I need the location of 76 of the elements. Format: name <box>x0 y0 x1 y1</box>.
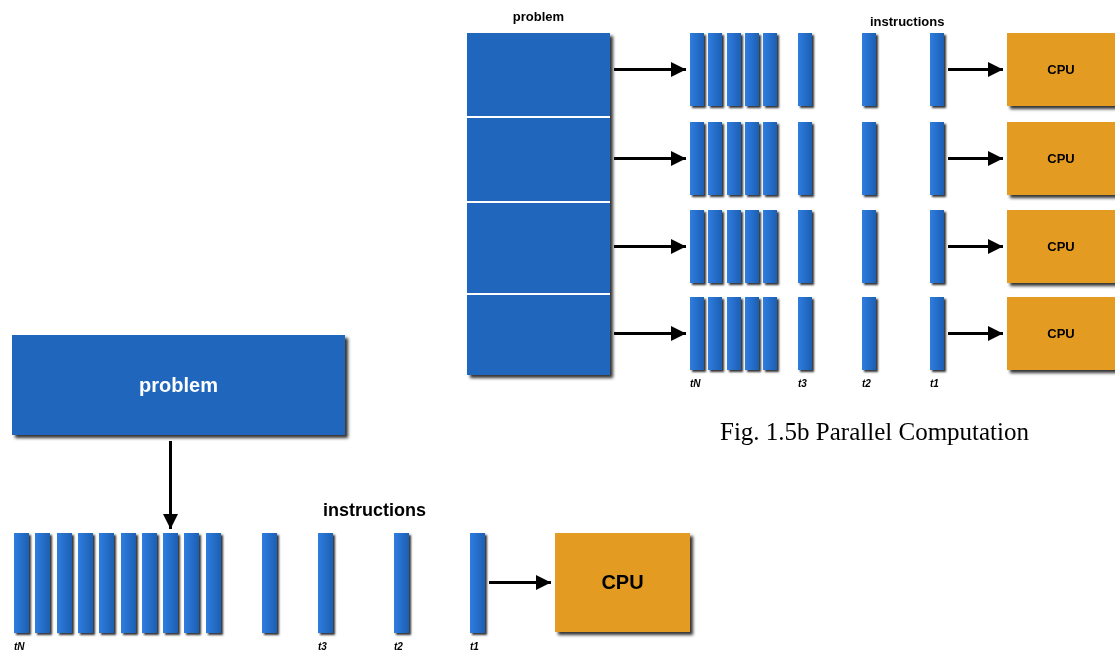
arrow <box>614 239 686 254</box>
instruction-bar <box>745 122 759 195</box>
instruction-bar <box>163 533 178 633</box>
problem-part <box>467 201 610 293</box>
instruction-bar <box>121 533 136 633</box>
instruction-bar <box>708 122 722 195</box>
instruction-bar <box>690 210 704 283</box>
box-label: CPU <box>601 571 644 594</box>
time-label: t2 <box>862 378 871 389</box>
instruction-bar <box>727 297 741 370</box>
instruction-bar <box>690 122 704 195</box>
time-label: tN <box>690 378 701 389</box>
time-label: t3 <box>798 378 807 389</box>
cpu-box <box>555 533 690 632</box>
instruction-bar <box>262 533 277 633</box>
instruction-bar <box>763 297 777 370</box>
problem-part <box>467 293 610 375</box>
cpu-box <box>1007 210 1115 283</box>
box-label: CPU <box>1047 151 1075 166</box>
instruction-bar <box>798 210 812 283</box>
instruction-bar <box>35 533 50 633</box>
instruction-bar <box>708 33 722 106</box>
instruction-bar <box>930 210 944 283</box>
instruction-bar <box>862 210 876 283</box>
instruction-bar <box>745 297 759 370</box>
instruction-bar <box>57 533 72 633</box>
arrow <box>948 151 1003 166</box>
section-heading: instructions <box>870 14 945 29</box>
instruction-bar <box>708 297 722 370</box>
arrow <box>614 151 686 166</box>
section-heading: instructions <box>323 500 426 521</box>
time-label: tN <box>14 641 25 652</box>
time-label: t1 <box>470 641 479 652</box>
box-label: problem <box>139 373 218 397</box>
instruction-bar <box>727 122 741 195</box>
instruction-bar <box>862 122 876 195</box>
instruction-bar <box>763 122 777 195</box>
cpu-box <box>1007 122 1115 195</box>
instruction-bar <box>763 33 777 106</box>
instruction-bar <box>184 533 199 633</box>
problem-part <box>467 116 610 201</box>
arrow <box>948 62 1003 77</box>
instruction-bar <box>142 533 157 633</box>
problem-box <box>12 335 345 435</box>
cpu-box <box>1007 33 1115 106</box>
instruction-bar <box>206 533 221 633</box>
arrow <box>614 62 686 77</box>
instruction-bar <box>763 210 777 283</box>
box-heading: problem <box>511 9 566 24</box>
time-label: t1 <box>930 378 939 389</box>
instruction-bar <box>690 33 704 106</box>
instruction-bar <box>745 210 759 283</box>
arrow <box>163 441 178 529</box>
instruction-bar <box>798 122 812 195</box>
box-label: CPU <box>1047 326 1075 341</box>
instruction-bar <box>99 533 114 633</box>
instruction-bar <box>745 33 759 106</box>
cpu-box <box>1007 297 1115 370</box>
box-label: CPU <box>1047 239 1075 254</box>
instruction-bar <box>78 533 93 633</box>
box-label: CPU <box>1047 62 1075 77</box>
arrow <box>614 326 686 341</box>
instruction-bar <box>727 33 741 106</box>
problem-part <box>467 33 610 116</box>
instruction-bar <box>930 122 944 195</box>
instruction-bar <box>798 33 812 106</box>
instruction-bar <box>862 33 876 106</box>
time-label: t2 <box>394 641 403 652</box>
instruction-bar <box>727 210 741 283</box>
instruction-bar <box>930 33 944 106</box>
time-label: t3 <box>318 641 327 652</box>
instruction-bar <box>708 210 722 283</box>
figure-caption: Fig. 1.5b Parallel Computation <box>720 418 1029 446</box>
arrow <box>948 239 1003 254</box>
arrow <box>489 575 551 590</box>
arrow <box>948 326 1003 341</box>
